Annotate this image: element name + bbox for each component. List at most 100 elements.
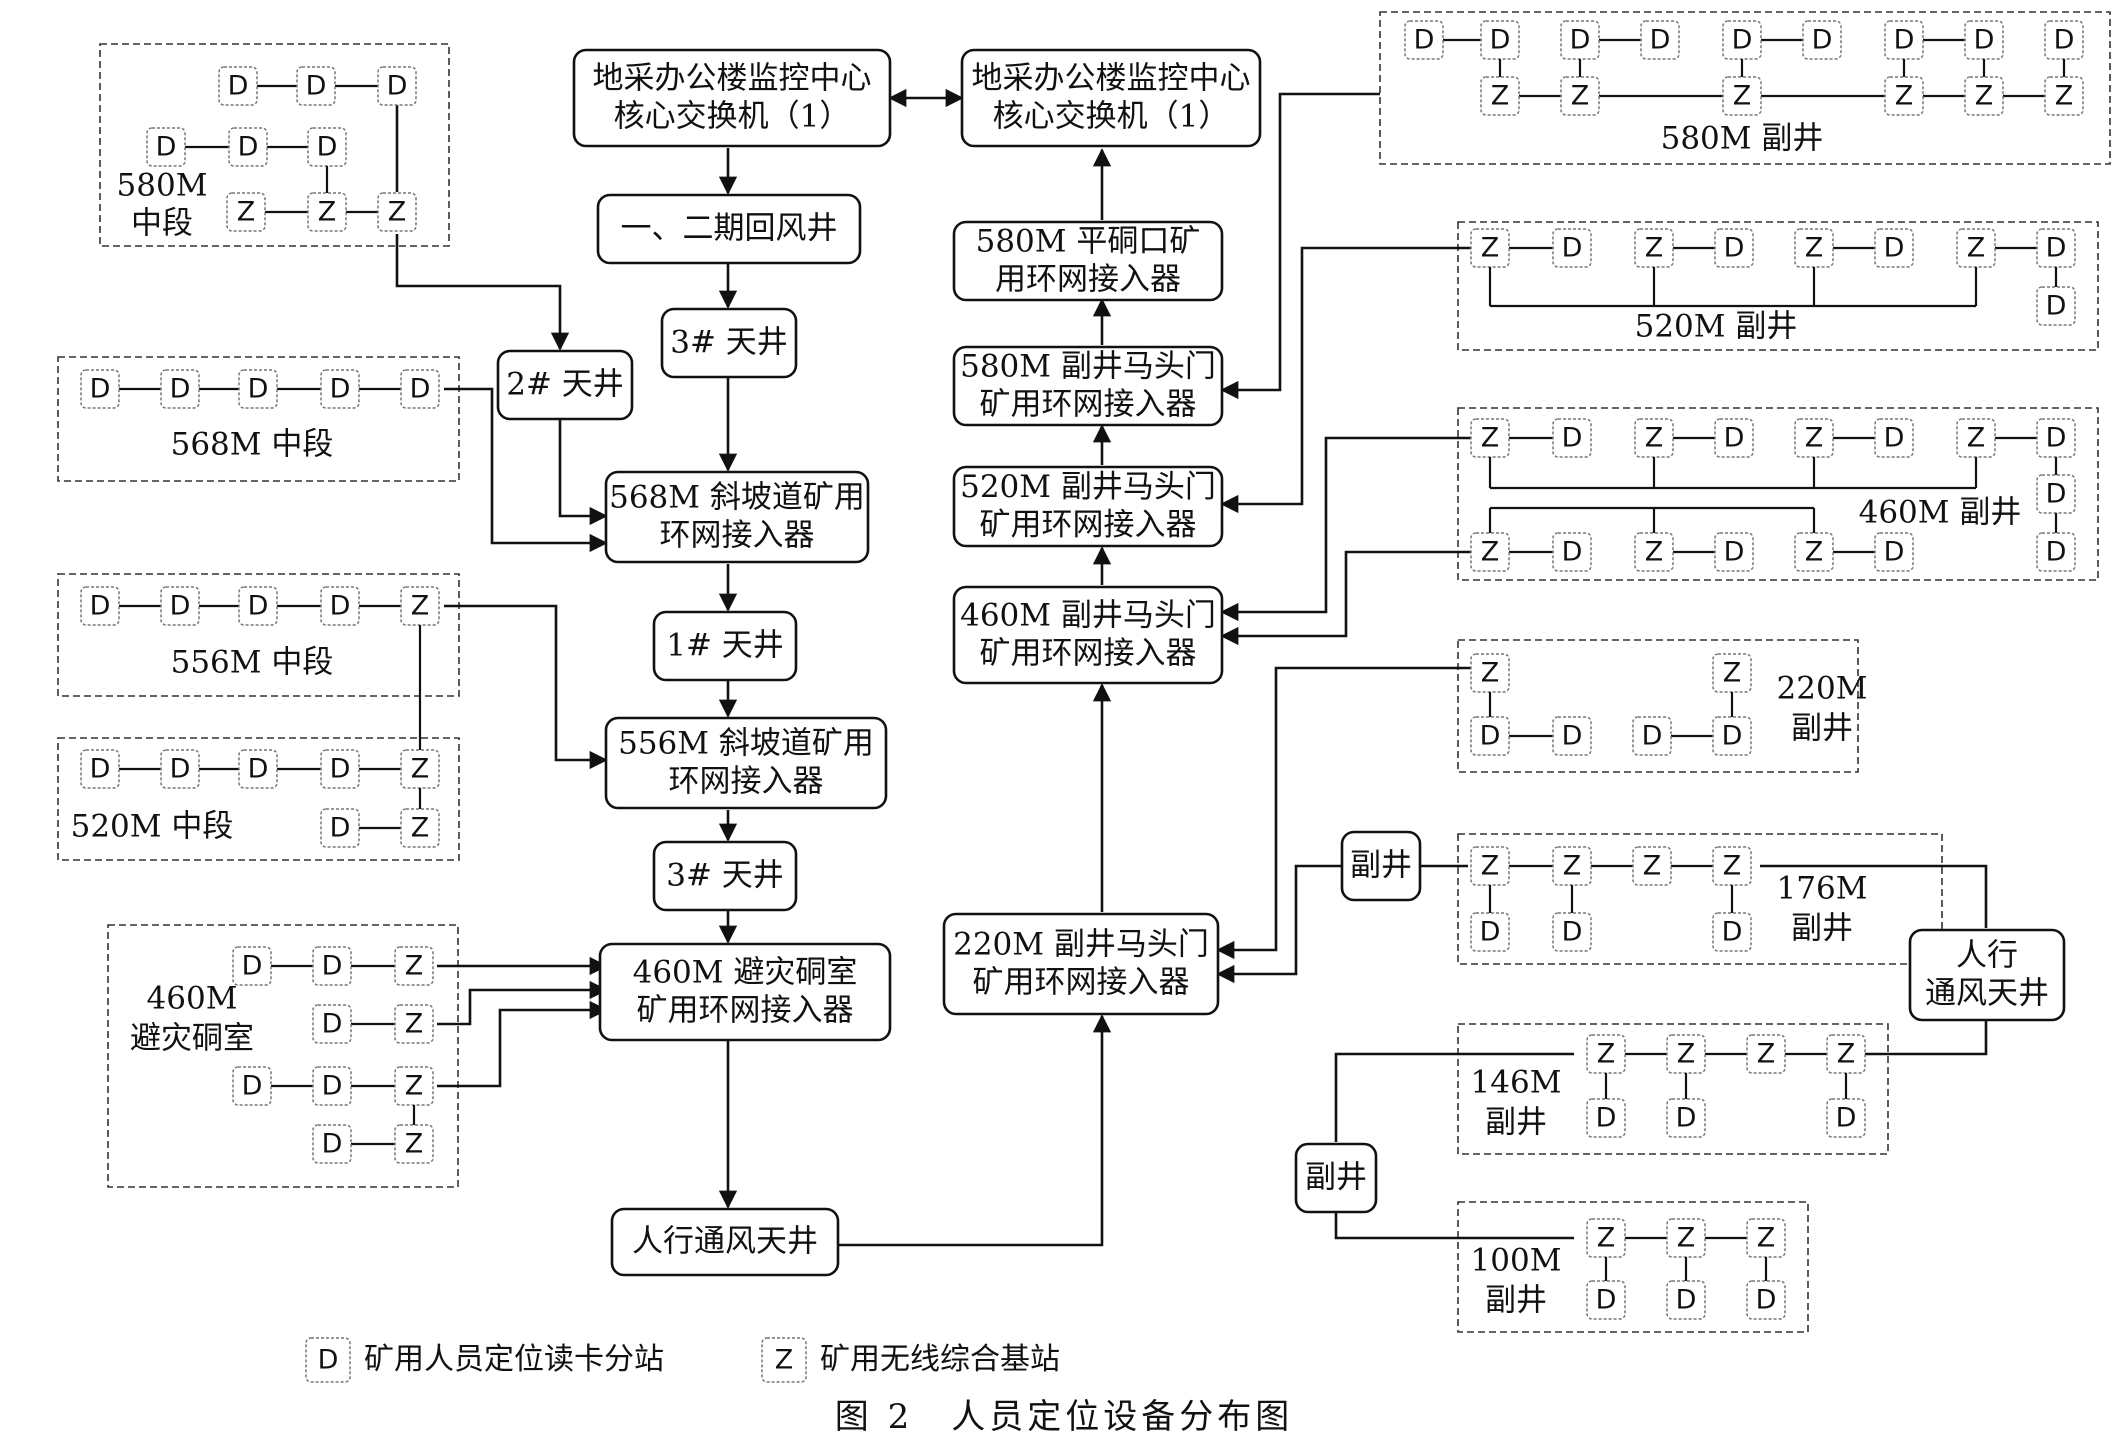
core-switch-2-label: 地采办公楼监控中心核心交换机（1） — [972, 61, 1251, 135]
aux460-i-0-box — [1794, 532, 1834, 572]
aux220-b-0: D — [1642, 721, 1663, 752]
aux520-b-0: Z — [1645, 233, 1664, 264]
link-176-vent — [1760, 864, 1988, 928]
ref-r4-0: D — [322, 1129, 343, 1160]
ref-r3-2: Z — [405, 1071, 424, 1102]
return-air-shaft-box — [596, 193, 862, 265]
ramp-568-access-box — [604, 470, 870, 564]
aux460-e: D — [2046, 479, 2067, 510]
aux176-z-2: Z — [1643, 851, 1662, 882]
aux176-d0-box — [1470, 912, 1510, 952]
aux-220-access-box — [942, 912, 1220, 1016]
ref-r2-0-box — [312, 1004, 352, 1044]
mid556-4: Z — [411, 591, 430, 622]
raise-2-label: 2# 天井 — [506, 367, 624, 403]
aux460-h-0: Z — [1645, 537, 1664, 568]
aux460-h-1: D — [1724, 537, 1745, 568]
mid520-r1-3-box — [320, 749, 360, 789]
core-switch-1-label: 地采办公楼监控中心核心交换机（1） — [593, 61, 872, 135]
aux220-a-1-box — [1552, 716, 1592, 756]
ramp-556-access-label: 556M 斜坡道矿用环网接入器 — [618, 726, 874, 800]
link-vent-146 — [1840, 1020, 1988, 1056]
link-refuge-dev2 — [437, 980, 608, 1026]
aux460-g-1: D — [1562, 537, 1583, 568]
aux100-d1: D — [1676, 1285, 1697, 1316]
pedestrian-vent-shaft-label: 人行通风天井 — [632, 1224, 818, 1260]
aux460-d-1: D — [2046, 423, 2067, 454]
link-aux520sec — [1220, 246, 1490, 514]
link-aux220sec — [1216, 666, 1490, 960]
adit-580-access-label: 580M 平硐口矿用环网接入器 — [976, 224, 1201, 298]
aux100-d0: D — [1596, 1285, 1617, 1316]
ref-r2-0: D — [322, 1009, 343, 1040]
section-mid568 — [57, 356, 460, 482]
section-aux176 — [1457, 833, 1943, 965]
aux176-z-1: Z — [1563, 851, 1582, 882]
aux-460-access-box — [952, 585, 1224, 685]
legend-code-0: D — [318, 1345, 339, 1376]
mid568-3-box — [320, 369, 360, 409]
aux520-b-1: D — [1724, 233, 1745, 264]
ref-r1-0-box — [232, 946, 272, 986]
link-raise2-ramp568 — [558, 420, 608, 526]
aux460-h-0-box — [1634, 532, 1674, 572]
aux220-a-0: D — [1480, 721, 1501, 752]
aux146-z-2: Z — [1757, 1039, 1776, 1070]
aux176-z-0: Z — [1481, 851, 1500, 882]
ref-r1-2: Z — [405, 951, 424, 982]
mid580-r3-2: Z — [388, 197, 407, 228]
aux-580-access-box — [952, 345, 1224, 427]
mid556-3-box — [320, 586, 360, 626]
legend-code-1: Z — [775, 1345, 794, 1376]
link-refuge-dev3 — [437, 1000, 608, 1088]
aux-shaft-lower-box — [1294, 1142, 1378, 1214]
aux580-c-0: D — [1732, 25, 1753, 56]
link-mid568-ramp568 — [444, 387, 608, 553]
raise-3-bottom-label: 3# 天井 — [666, 858, 784, 894]
ref-r3-1-box — [312, 1066, 352, 1106]
mid556-0: D — [90, 591, 111, 622]
ramp-568-access-label: 568M 斜坡道矿用环网接入器 — [609, 480, 865, 554]
aux146-d2: D — [1836, 1103, 1857, 1134]
aux520-d-1: D — [2046, 233, 2067, 264]
aux580-z-3: Z — [1895, 81, 1914, 112]
aux580-a-0: D — [1414, 25, 1435, 56]
aux580-c-1-box — [1802, 20, 1842, 60]
mid568-2-box — [238, 369, 278, 409]
aux520-c-0: Z — [1805, 233, 1824, 264]
section-label-mid556: 556M 中段 — [171, 645, 334, 681]
mid520-r1-3: D — [330, 754, 351, 785]
aux-shaft-upper-box — [1340, 830, 1422, 902]
aux100-z-1: Z — [1677, 1223, 1696, 1254]
aux580-a-0-box — [1404, 20, 1444, 60]
ref-r3-0: D — [242, 1071, 263, 1102]
ref-r3-0-box — [232, 1066, 272, 1106]
mid520-r2-0: D — [330, 813, 351, 844]
mid520-r1-2-box — [238, 749, 278, 789]
section-aux460 — [1457, 407, 2099, 581]
ref-r2-1-box — [394, 1004, 434, 1044]
section-label-aux460: 460M 副井 — [1859, 495, 2022, 531]
section-aux220 — [1457, 639, 1859, 773]
ref-r1-2-box — [394, 946, 434, 986]
mid580-r3-2-box — [377, 192, 417, 232]
aux460-i-1-box — [1874, 532, 1914, 572]
aux460-g-0: Z — [1481, 537, 1500, 568]
ref-r1-0: D — [242, 951, 263, 982]
aux460-h-1-box — [1714, 532, 1754, 572]
mid568-0-box — [80, 369, 120, 409]
aux146-d2-box — [1826, 1098, 1866, 1138]
aux100-d2: D — [1756, 1285, 1777, 1316]
aux100-z-0: Z — [1597, 1223, 1616, 1254]
pedestrian-vent-shaft-right-label: 人行通风天井 — [1925, 938, 2049, 1012]
core-switch-1-box — [572, 48, 892, 148]
link-mid580-raise2 — [395, 234, 570, 351]
raise-3-top-box — [660, 307, 798, 379]
raise-1-label: 1# 天井 — [666, 628, 784, 664]
aux220-a-0-box — [1470, 716, 1510, 756]
mid520-r1-0-box — [80, 749, 120, 789]
aux-520-access-label: 520M 副井马头门矿用环网接入器 — [960, 469, 1216, 543]
